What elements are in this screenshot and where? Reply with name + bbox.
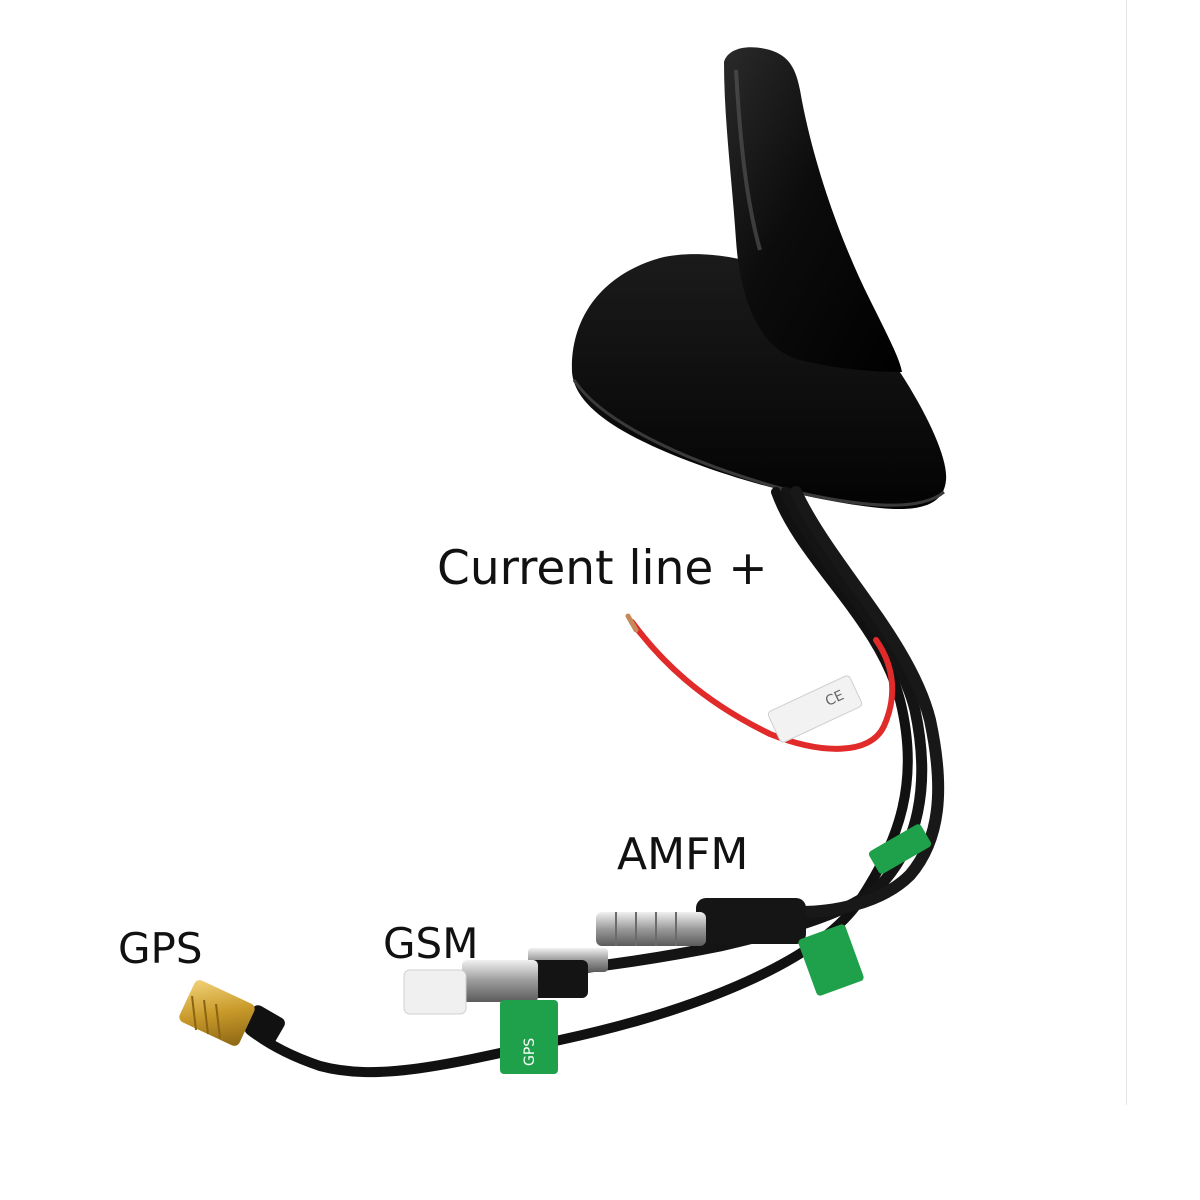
power-wire-red [629,619,896,752]
gps-sma-connector [179,980,285,1046]
amfm-label: AMFM [617,829,749,880]
antenna-fin [724,47,902,373]
cable-green-tag [868,824,932,874]
amfm-boot [696,898,806,944]
power-wire: CE [625,613,896,752]
gsm-green-tag [500,1000,558,1074]
antenna-highlight [734,69,762,251]
cable-amfm [790,486,945,918]
amfm-chrome-body [596,912,706,946]
gsm-tag-text: GPS [522,1038,538,1066]
wire-label-sticker [767,675,863,743]
amfm-connector [528,824,932,996]
gps-label: GPS [118,924,203,973]
gsm-label: GSM [383,919,479,968]
gps-cable-boot [243,1005,285,1045]
power-wire-tip [625,613,639,633]
frame-divider [1126,0,1127,1105]
cable-gsm [534,486,928,978]
gsm-fakra-head [403,969,467,1015]
shark-fin-antenna [571,47,947,510]
amfm-green-tag [798,924,864,996]
amfm-chrome-ridges [615,912,677,946]
gsm-black-sleeve [528,960,588,998]
current-line-label: Current line + [437,541,768,596]
gsm-chrome-nut [462,960,538,1002]
gsm-connector: GPS [403,960,588,1074]
antenna-rim [572,379,945,507]
gps-gold-thread [191,995,221,1039]
wire-sticker-ce: CE [823,687,847,709]
